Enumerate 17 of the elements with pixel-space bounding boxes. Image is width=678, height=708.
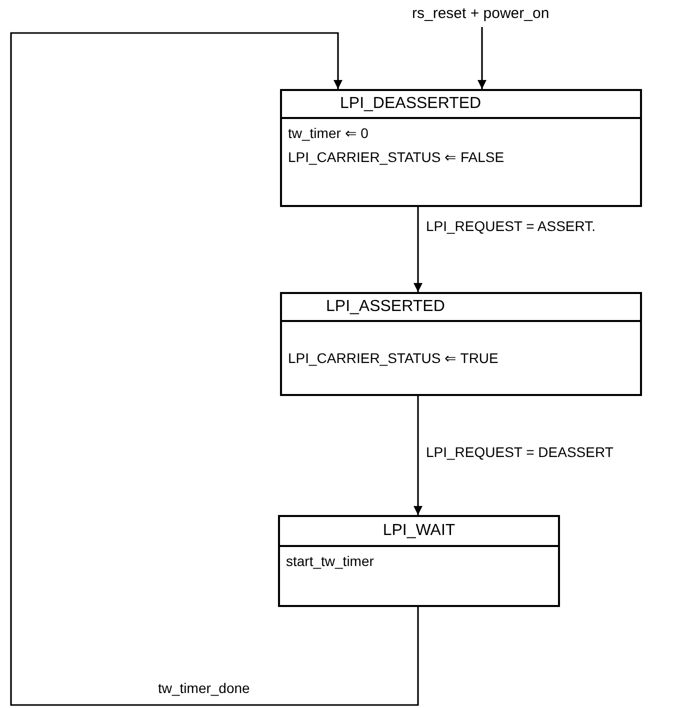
- state-action: LPI_CARRIER_STATUS ⇐ FALSE: [288, 149, 506, 165]
- state-box: [278, 515, 560, 607]
- edge-label: tw_timer_done: [156, 680, 252, 696]
- input-condition: rs_reset + power_on: [412, 5, 550, 22]
- state-box: [280, 89, 642, 207]
- state-action: start_tw_timer: [286, 553, 375, 569]
- state-name: LPI_ASSERTED: [282, 294, 640, 322]
- edge-label: LPI_REQUEST = DEASSERT: [424, 444, 616, 460]
- state-action: tw_timer ⇐ 0: [288, 125, 370, 141]
- state-name: LPI_DEASSERTED: [282, 91, 640, 119]
- transition-arrow: [10, 32, 419, 706]
- state-action: LPI_CARRIER_STATUS ⇐ TRUE: [288, 350, 500, 366]
- transition-arrow: [478, 27, 486, 89]
- transition-arrow: [414, 207, 422, 292]
- state-box: [280, 292, 642, 396]
- state-name: LPI_WAIT: [280, 517, 558, 547]
- transition-arrow: [414, 396, 422, 515]
